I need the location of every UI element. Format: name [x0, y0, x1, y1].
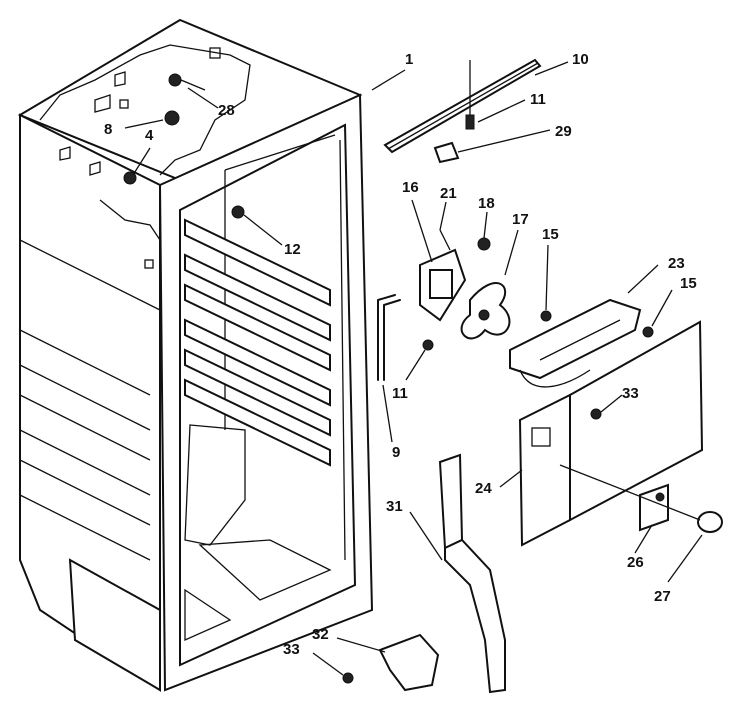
- callout-23: 23: [668, 255, 685, 272]
- callout-21: 21: [440, 185, 457, 202]
- part-29-clip: [433, 141, 460, 164]
- part-26-plate: [639, 483, 669, 532]
- callout-33b: 33: [283, 641, 300, 658]
- callout-16: 16: [402, 179, 419, 196]
- callout-24: 24: [475, 480, 492, 497]
- fan-motor-assembly: [419, 229, 511, 340]
- callout-27: 27: [654, 588, 671, 605]
- part-23-housing: [509, 298, 642, 388]
- callout-18: 18: [478, 195, 495, 212]
- callout-17: 17: [512, 211, 529, 228]
- part-10-rail: [383, 58, 542, 154]
- callout-29: 29: [555, 123, 572, 140]
- callout-10: 10: [572, 51, 589, 68]
- part-27-knob: [697, 511, 723, 533]
- callout-1: 1: [405, 51, 414, 68]
- part-24-cover: [518, 320, 704, 547]
- callout-9: 9: [392, 444, 401, 461]
- callout-11: 11: [530, 91, 546, 108]
- callout-32: 32: [312, 626, 329, 643]
- callout-28: 28: [218, 102, 235, 119]
- fastener-28: [168, 73, 206, 91]
- callout-33a: 33: [622, 385, 639, 402]
- part-9-bracket: [377, 294, 401, 381]
- screw-33-cover: [590, 408, 602, 420]
- callout-31: 31: [386, 498, 403, 515]
- screw-33-bottom: [342, 672, 354, 684]
- callout-15a: 15: [542, 226, 559, 243]
- screw-11-top: [465, 60, 475, 130]
- fastener-8: [164, 110, 180, 126]
- callout-26: 26: [627, 554, 644, 571]
- part-31-duct: [438, 453, 506, 694]
- callout-4: 4: [145, 127, 154, 144]
- callout-11b: 11: [392, 385, 408, 402]
- callout-8: 8: [104, 121, 113, 138]
- callout-12: 12: [284, 241, 301, 258]
- screw-15-right: [642, 326, 654, 338]
- callout-15b: 15: [680, 275, 697, 292]
- part-32-bracket: [378, 633, 440, 692]
- screw-11-lower: [422, 339, 434, 351]
- fastener-12: [231, 205, 245, 219]
- leader-lines: [124, 61, 703, 676]
- cabinet-liner: [17, 18, 374, 692]
- screw-15-upper: [540, 310, 552, 322]
